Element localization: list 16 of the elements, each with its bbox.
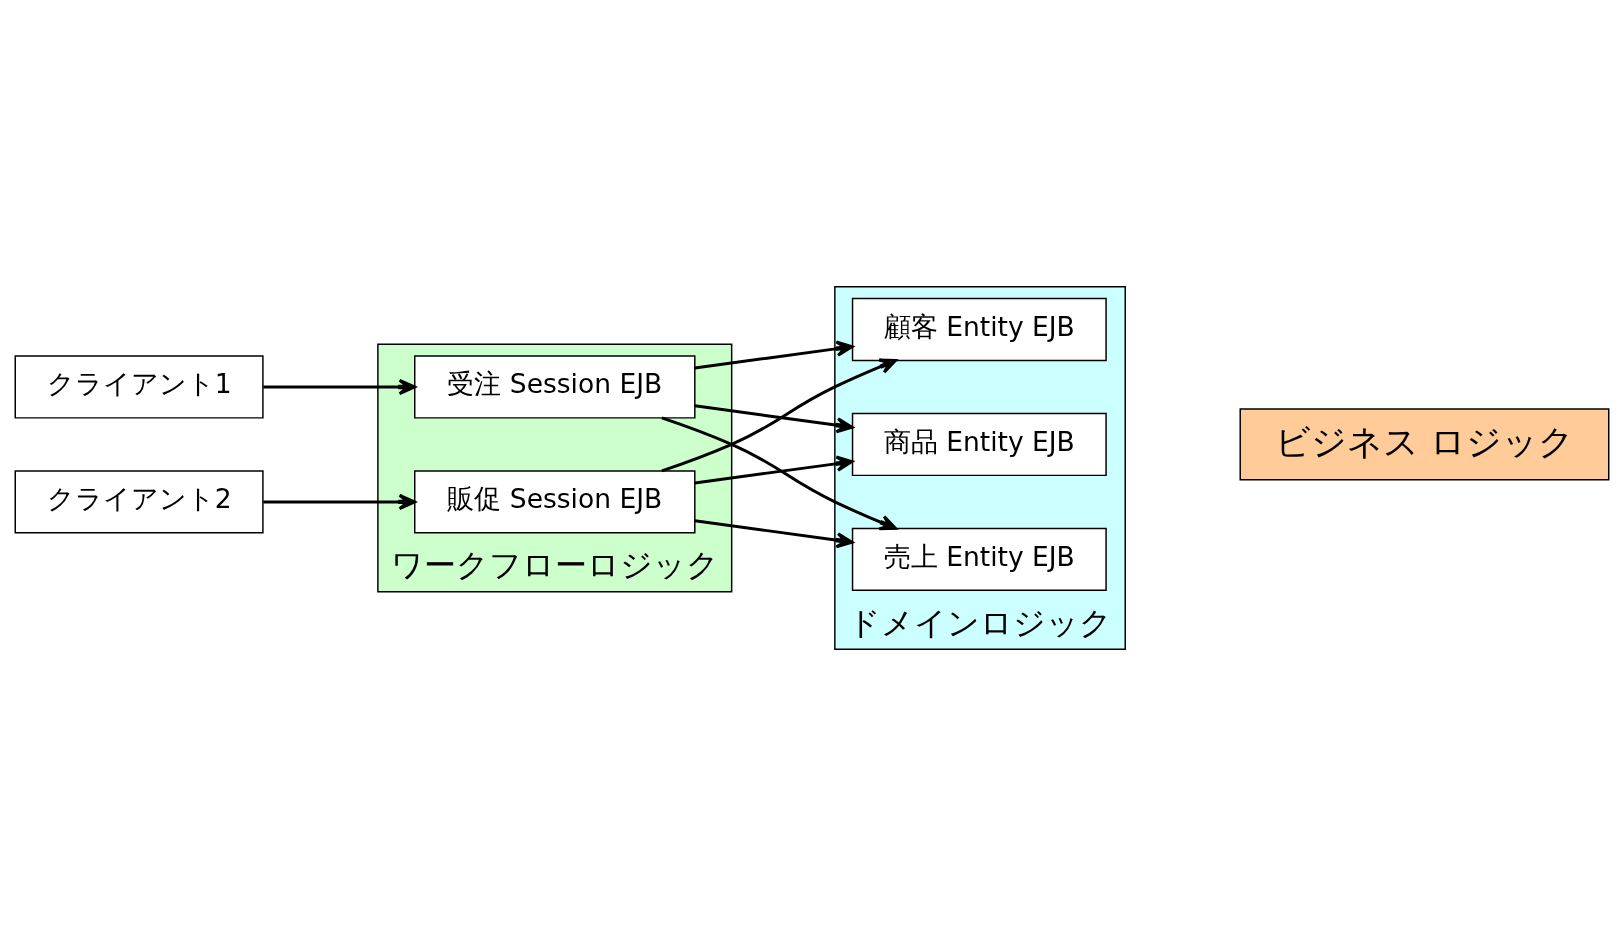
arrow xyxy=(694,404,854,434)
node-box: 受注 Session EJB xyxy=(414,355,696,419)
node-box: 商品 Entity EJB xyxy=(851,412,1107,477)
arrow xyxy=(694,519,854,549)
node-box: 顧客 Entity EJB xyxy=(851,297,1107,362)
node-box: 売上 Entity EJB xyxy=(851,527,1107,592)
node-box: クライアント2 xyxy=(14,470,264,534)
node-box: クライアント1 xyxy=(14,355,264,419)
node-box: 販促 Session EJB xyxy=(414,470,696,534)
arrow xyxy=(661,358,897,473)
node-box: ビジネス ロジック xyxy=(1239,408,1610,481)
arrow xyxy=(694,455,854,485)
arrow xyxy=(263,493,416,510)
arrow xyxy=(263,378,416,396)
arrow xyxy=(694,340,854,370)
arrow xyxy=(661,416,897,531)
